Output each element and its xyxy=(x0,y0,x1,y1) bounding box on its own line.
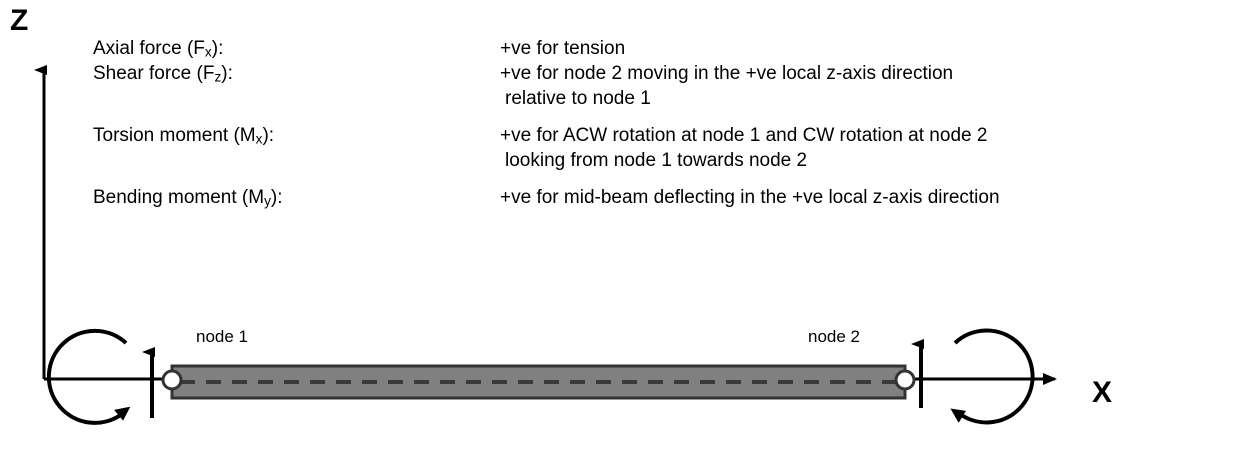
legend-term-subscript: x xyxy=(255,131,263,147)
node-1-label: node 1 xyxy=(196,327,248,346)
legend-term-suffix: ): xyxy=(270,187,283,208)
legend-term-suffix: ): xyxy=(262,125,275,146)
z-axis-label: Z xyxy=(10,4,29,37)
legend-term-suffix: ): xyxy=(211,38,224,59)
node-2-marker xyxy=(894,369,916,391)
legend-term-axial-force: Axial force (Fx): xyxy=(93,36,500,61)
sign-convention-legend: Axial force (Fx): +ve for tension Shear … xyxy=(93,36,1203,210)
legend-desc-torsion-moment-continued: looking from node 1 towards node 2 xyxy=(505,150,808,171)
legend-term-bending-moment: Bending moment (My): xyxy=(93,185,500,210)
legend-term-subscript: x xyxy=(204,44,212,60)
legend-row-shear-force: Shear force (Fz): +ve for node 2 moving … xyxy=(93,61,1203,86)
legend-term-subscript: z xyxy=(214,69,222,85)
legend-term-shear-force: Shear force (Fz): xyxy=(93,61,500,86)
node-2-label: node 2 xyxy=(808,327,860,346)
legend-desc-shear-force-continued: relative to node 1 xyxy=(505,88,651,109)
node-1-torsion-moment-arc xyxy=(46,328,131,425)
legend-row-torsion-moment: Torsion moment (Mx): +ve for ACW rotatio… xyxy=(93,123,1203,148)
legend-term-suffix: ): xyxy=(221,63,233,84)
node-1-marker xyxy=(161,369,183,391)
legend-row-shear-force-continued: relative to node 1 xyxy=(93,86,1203,111)
legend-term-prefix: Axial force (F xyxy=(93,38,205,59)
legend-term-subscript: y xyxy=(264,193,271,209)
node-2-torsion-moment-arc xyxy=(950,328,1035,425)
legend-term-torsion-moment: Torsion moment (Mx): xyxy=(93,123,500,148)
legend-row-torsion-moment-continued: looking from node 1 towards node 2 xyxy=(93,148,1203,173)
legend-term-prefix: Torsion moment (M xyxy=(93,125,256,146)
beam-body xyxy=(170,364,907,400)
x-axis-label: X xyxy=(1092,376,1113,409)
legend-term-prefix: Bending moment (M xyxy=(93,187,265,208)
legend-row-bending-moment: Bending moment (My): +ve for mid-beam de… xyxy=(93,185,1203,210)
legend-desc-axial-force: +ve for tension xyxy=(500,38,626,59)
legend-desc-bending-moment: +ve for mid-beam deflecting in the +ve l… xyxy=(500,187,1000,208)
legend-row-axial-force: Axial force (Fx): +ve for tension xyxy=(93,36,1203,61)
legend-desc-torsion-moment: +ve for ACW rotation at node 1 and CW ro… xyxy=(500,125,988,146)
legend-desc-shear-force: +ve for node 2 moving in the +ve local z… xyxy=(500,63,954,84)
legend-term-prefix: Shear force (F xyxy=(93,63,215,84)
